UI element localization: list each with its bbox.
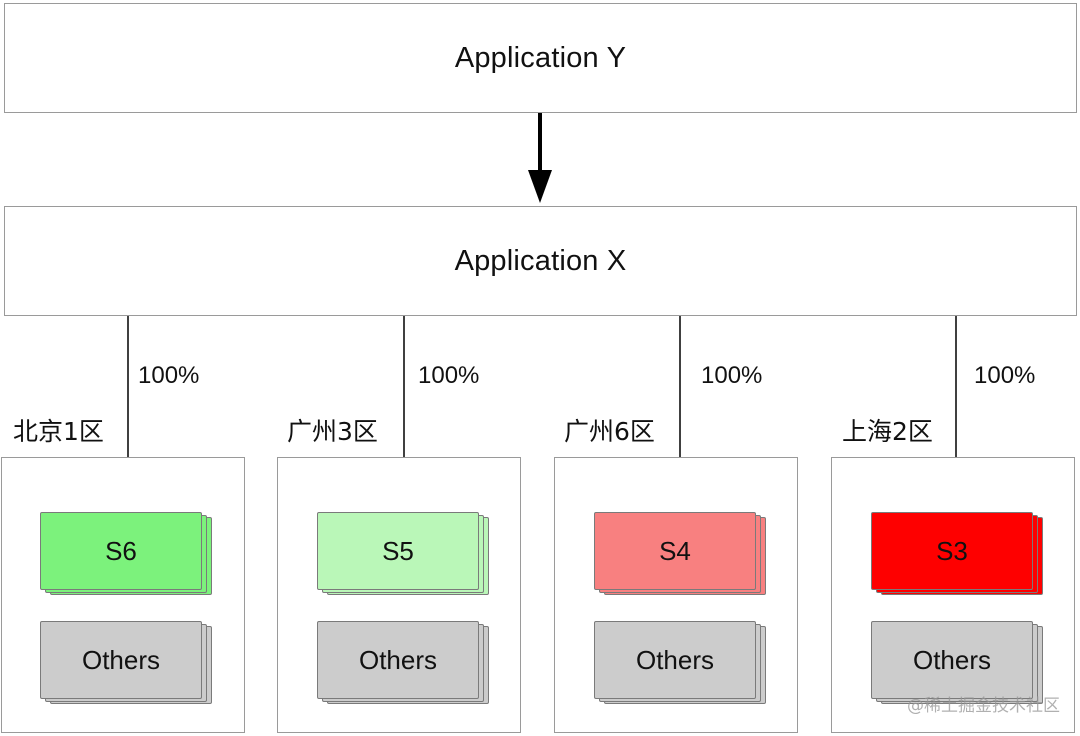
application-y-box: Application Y bbox=[4, 3, 1077, 113]
service-card-s3: S3 bbox=[871, 512, 1033, 590]
others-card-region-1: Others bbox=[40, 621, 202, 699]
application-x-box: Application X bbox=[4, 206, 1077, 316]
service-label-s3: S3 bbox=[936, 535, 968, 566]
region-label-1: 北京1区 bbox=[13, 417, 104, 446]
watermark: @稀土掘金技术社区 bbox=[907, 696, 1060, 716]
others-label-region-2: Others bbox=[358, 644, 438, 675]
traffic-label-region-2: 100% bbox=[418, 362, 480, 389]
others-card-region-2: Others bbox=[317, 621, 479, 699]
traffic-label-region-4: 100% bbox=[974, 362, 1036, 389]
region-label-4: 上海2区 bbox=[842, 417, 933, 446]
application-x-label: Application X bbox=[454, 244, 627, 277]
service-label-s5: S5 bbox=[382, 535, 414, 566]
others-card-region-4: Others bbox=[871, 621, 1033, 699]
traffic-label-region-1: 100% bbox=[138, 362, 200, 389]
region-label-2: 广州3区 bbox=[287, 417, 378, 446]
others-label-region-3: Others bbox=[635, 644, 715, 675]
service-label-s4: S4 bbox=[659, 535, 691, 566]
service-card-s5: S5 bbox=[317, 512, 479, 590]
region-label-3: 广州6区 bbox=[564, 417, 655, 446]
others-label-region-4: Others bbox=[912, 644, 992, 675]
service-card-s6: S6 bbox=[40, 512, 202, 590]
application-y-label: Application Y bbox=[454, 41, 627, 74]
arrow-y-to-x-head bbox=[528, 170, 552, 203]
service-card-s4: S4 bbox=[594, 512, 756, 590]
others-label-region-1: Others bbox=[81, 644, 161, 675]
service-label-s6: S6 bbox=[105, 535, 137, 566]
others-card-region-3: Others bbox=[594, 621, 756, 699]
traffic-label-region-3: 100% bbox=[701, 362, 763, 389]
